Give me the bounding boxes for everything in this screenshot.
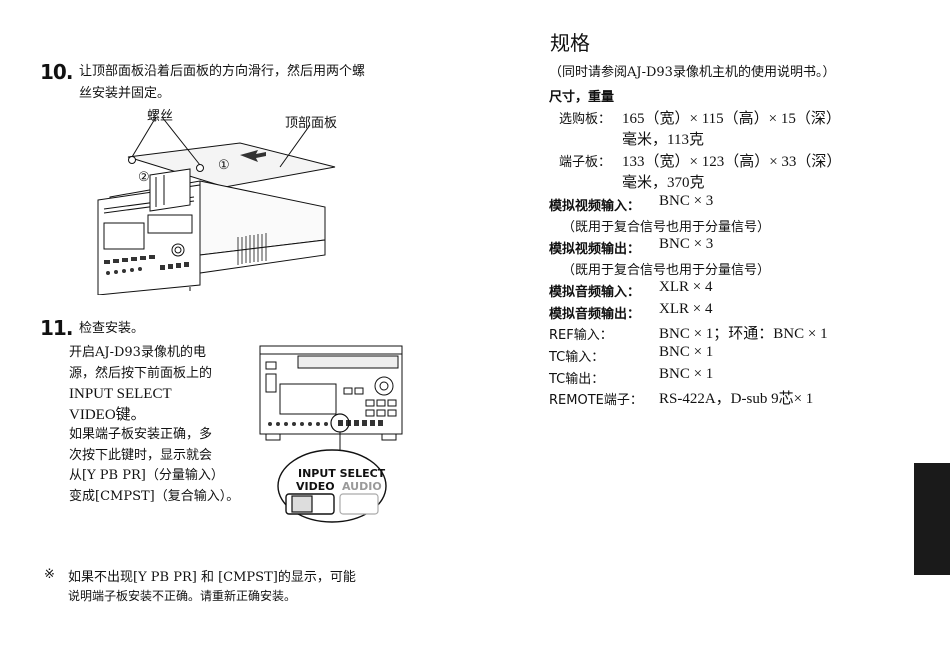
spec-label-audio-in: 模拟音频输入：	[549, 285, 641, 300]
spec-value-tc-out: BNC × 1	[659, 366, 714, 382]
spec-label-video-out: 模拟视频输出：	[549, 242, 641, 257]
step-11-title: 检查安装。	[79, 321, 145, 336]
spec-note-video-out: （既用于复合信号也用于分量信号）	[562, 263, 771, 278]
para-line: VIDEO键。	[69, 406, 146, 423]
spec-value-audio-in: XLR × 4	[659, 279, 713, 295]
opt-board-weight: 毫米，113克	[622, 132, 704, 148]
spec-label-audio-out: 模拟音频输出：	[549, 307, 641, 322]
step-10-line1: 让顶部面板沿着后面板的方向滑行，然后用两个螺	[79, 64, 366, 79]
callout-top-panel: 顶部面板	[285, 116, 338, 131]
spec-label-remote: REMOTE端子：	[549, 393, 643, 408]
spec-value-video-in: BNC × 3	[659, 193, 714, 209]
top-panel-install-illustration	[97, 116, 336, 295]
spec-label-tc-out: TC输出：	[549, 372, 605, 387]
step-11-number: 11.	[40, 316, 73, 340]
note-line2: 说明端子板安装不正确。请重新正确安装。	[68, 589, 297, 603]
marker-1: ①	[218, 158, 230, 173]
spec-title: 规格	[550, 31, 590, 55]
term-board-weight: 毫米，370克	[622, 175, 705, 191]
dim-heading: 尺寸，重量	[549, 90, 615, 105]
note-mark: ※	[44, 567, 55, 582]
spec-value-audio-out: XLR × 4	[659, 301, 713, 317]
opt-board-dims: 165（宽）× 115（高）× 15（深）	[622, 111, 841, 127]
spec-subtitle: （同时请参阅AJ-D93录像机主机的使用说明书。）	[549, 65, 836, 80]
spec-value-ref-in: BNC × 1；环通：BNC × 1	[659, 326, 828, 342]
spec-value-remote: RS-422A，D-sub 9芯× 1	[659, 391, 814, 407]
para-line: INPUT SELECT	[69, 386, 172, 402]
spec-value-video-out: BNC × 3	[659, 236, 714, 252]
audio-label: AUDIO	[342, 480, 382, 493]
spec-note-video-in: （既用于复合信号也用于分量信号）	[562, 220, 771, 235]
para-line: 次按下此键时，显示就会	[69, 447, 213, 463]
term-board-dims: 133（宽）× 123（高）× 33（深）	[622, 154, 842, 170]
note-line1: 如果不出现[Y PB PR] 和 [CMPST]的显示，可能	[68, 570, 356, 585]
para-line: 源，然后按下前面板上的	[69, 365, 213, 381]
para-line: 变成[CMPST]（复合输入）。	[69, 488, 240, 504]
spec-label-ref-in: REF输入：	[549, 328, 613, 343]
step-10-line2: 丝安装并固定。	[79, 86, 171, 101]
opt-board-label: 选购板：	[559, 112, 612, 127]
term-board-label: 端子板：	[559, 155, 612, 170]
input-select-label: INPUT SELECT	[298, 467, 386, 480]
front-panel-illustration	[259, 345, 403, 523]
marker-2: ②	[138, 170, 150, 185]
spec-label-tc-in: TC输入：	[549, 350, 605, 365]
step-11-paragraph: 开启AJ-D93录像机的电 源，然后按下前面板上的 INPUT SELECT V…	[69, 343, 259, 507]
para-line: 从[Y PB PR]（分量输入）	[69, 468, 224, 483]
step-10-number: 10.	[40, 60, 73, 84]
spec-value-tc-in: BNC × 1	[659, 344, 714, 360]
para-line: 如果端子板安装正确，多	[69, 427, 213, 442]
callout-screws: 螺丝	[147, 109, 174, 124]
spec-label-video-in: 模拟视频输入：	[549, 199, 641, 214]
video-label: VIDEO	[296, 480, 335, 493]
chapter-side-tab	[914, 463, 950, 575]
para-line: 开启AJ-D93录像机的电	[69, 345, 206, 360]
